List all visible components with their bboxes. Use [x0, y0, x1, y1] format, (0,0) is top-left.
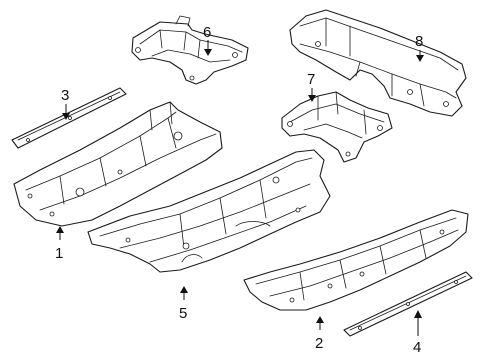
arrowhead-6 — [204, 49, 212, 56]
callout-4: 4 — [413, 339, 421, 356]
part-6-crossmember — [131, 15, 249, 85]
arrowhead-1 — [56, 226, 64, 233]
arrowhead-7 — [308, 95, 316, 102]
arrowhead-4 — [414, 310, 422, 318]
callout-5: 5 — [179, 305, 187, 322]
arrowhead-8 — [416, 55, 424, 62]
callout-leaders — [56, 40, 424, 336]
part-8-rear-panel — [289, 9, 467, 117]
part-2-floor-pan-right — [243, 209, 469, 311]
callout-3: 3 — [61, 87, 69, 104]
callout-labels: 1 2 3 4 5 6 7 8 — [55, 24, 423, 356]
callout-2: 2 — [315, 335, 323, 352]
part-4-reinforcement — [343, 271, 473, 337]
part-3-reinforcement — [11, 87, 127, 149]
callout-6: 6 — [203, 24, 211, 41]
callout-8: 8 — [415, 33, 423, 50]
part-5-floor-pan-center — [87, 149, 331, 273]
arrowhead-2 — [316, 316, 324, 323]
part-7-crossmember — [281, 91, 393, 163]
part-1-floor-pan-left — [13, 101, 223, 227]
arrowhead-3 — [62, 113, 70, 120]
callout-7: 7 — [307, 71, 315, 88]
callout-1: 1 — [55, 245, 63, 262]
arrowhead-5 — [180, 286, 188, 293]
